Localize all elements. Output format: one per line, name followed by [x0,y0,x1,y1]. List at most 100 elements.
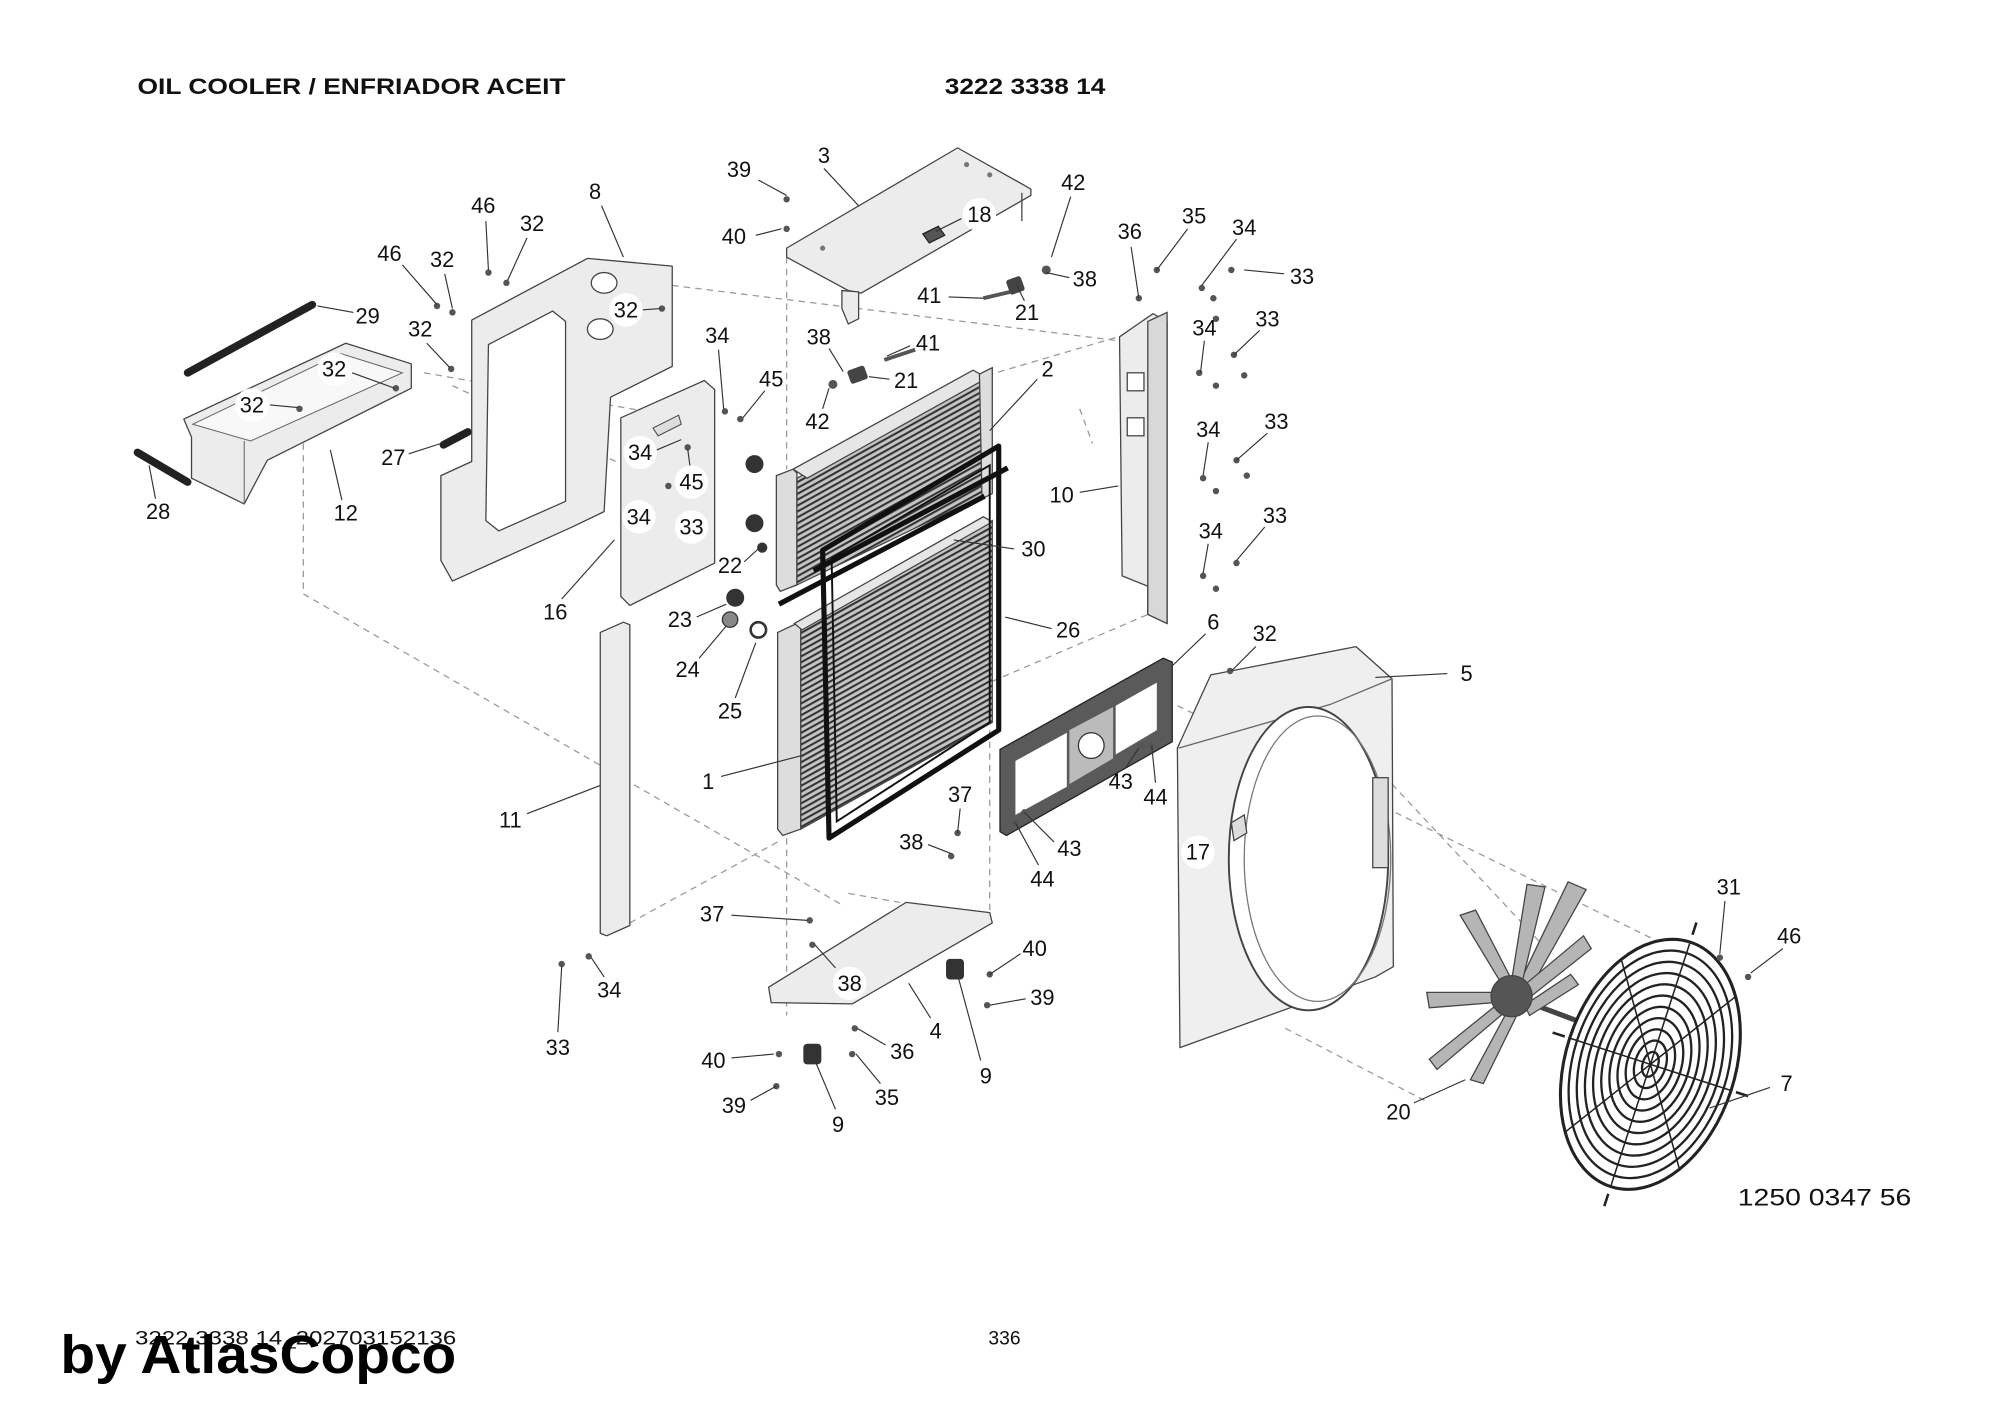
callout-label: 2 [1041,356,1053,381]
callout-label: 39 [727,157,751,182]
callout-label: 31 [1717,874,1741,899]
callout-label: 3 [818,143,830,168]
part-9-rubber-mounts [803,958,965,1065]
callout-label: 34 [1196,417,1220,442]
callout-label: 43 [1109,769,1133,794]
callout-label: 24 [676,657,700,682]
callout-label: 28 [146,499,170,524]
callout-label: 46 [471,193,495,218]
callout-label: 12 [334,500,358,525]
callout-labels: 39 3 40 18 42 38 41 21 38 41 21 42 2 36 … [146,143,1801,1137]
part-22-25-fittings [721,455,768,639]
part-12-tray [183,342,412,505]
callout-label: 39 [722,1093,746,1118]
callout-label: 25 [718,698,742,723]
callout-label: 18 [967,202,991,227]
callout-label: 32 [520,211,544,236]
callout-label: 38 [899,829,923,854]
callout-label: 9 [832,1112,844,1137]
part-29-rod [183,300,317,377]
callout-label: 21 [1015,300,1039,325]
callout-label: 22 [718,553,742,578]
drawing-number: 1250 0347 56 [1738,1185,1912,1212]
callout-label: 38 [1073,266,1097,291]
callout-label: 36 [1118,219,1142,244]
part-28-rod [133,448,192,486]
callout-label: 34 [1199,518,1223,543]
callout-label: 6 [1207,610,1219,635]
callout-label: 34 [627,504,651,529]
callout-label: 29 [355,304,379,329]
callout-label: 32 [408,317,432,342]
callout-label: 37 [700,901,724,926]
callout-label: 35 [1182,203,1206,228]
page-title: OIL COOLER / ENFRIADOR ACEIT [138,74,567,99]
callout-label: 26 [1056,617,1080,642]
callout-label: 34 [1192,315,1216,340]
part-1-lower-cooler [776,516,994,837]
callout-label: 33 [679,515,703,540]
callout-label: 34 [628,440,652,465]
watermark: by AtlasCopco [60,1325,456,1385]
callout-label: 33 [1264,409,1288,434]
callout-label: 33 [546,1035,570,1060]
part-6-fan-frame [999,657,1173,837]
callout-label: 9 [980,1063,992,1088]
part-18-decal [921,225,946,244]
callout-label: 32 [240,392,264,417]
callout-bubbles [235,198,1215,1001]
callout-label: 43 [1057,836,1081,861]
part-4-base-plate [767,901,993,1005]
callout-label: 23 [668,607,692,632]
callout-label: 39 [1030,985,1054,1010]
page-number: 336 [988,1329,1020,1350]
callout-label: 33 [1263,503,1287,528]
part-11-support-strip [599,621,631,937]
callout-label: 40 [722,224,746,249]
callout-label: 11 [499,808,522,833]
callout-label: 46 [377,241,401,266]
callout-label: 45 [679,470,703,495]
callout-label: 42 [1061,170,1085,195]
callout-label: 33 [1290,264,1314,289]
callout-label: 44 [1030,867,1054,892]
part-3-top-cover [785,147,1032,325]
callout-label: 17 [1186,840,1210,865]
footer-file-reference: 3222 3338 14_202703152136 [135,1329,456,1350]
part-2-upper-cooler [775,366,993,593]
callout-label: 38 [807,324,831,349]
callout-label: 42 [805,409,829,434]
callout-label: 33 [1255,306,1279,331]
part-8-side-panel [440,257,673,582]
callout-label: 30 [1021,536,1045,561]
callout-label: 35 [875,1085,899,1110]
callout-label: 44 [1143,784,1167,809]
callout-label: 34 [705,323,729,348]
callout-label: 27 [381,445,405,470]
callout-label: 40 [701,1048,725,1073]
callout-label: 4 [930,1018,942,1043]
fastener-hardware [296,196,1752,1090]
assembly-dashed-lines [302,257,1710,1104]
callout-label: 21 [894,368,918,393]
callout-label: 40 [1023,936,1047,961]
part-7-fan-guard [1552,922,1749,1207]
part-41-21-bolt-fittings [828,265,1051,389]
callout-label: 8 [589,179,601,204]
part-26-gasket-frame [820,443,1002,841]
callout-label: 32 [1253,621,1277,646]
callout-label: 16 [543,599,567,624]
callout-label: 45 [759,367,783,392]
callout-label: 10 [1050,482,1074,507]
callout-label: 41 [917,283,941,308]
callout-label: 41 [916,331,940,356]
callout-label: 1 [702,769,714,794]
part-20-fan [1425,880,1593,1085]
callout-label: 37 [948,782,972,807]
assembly-part-number: 3222 3338 14 [945,74,1107,99]
callout-label: 36 [890,1039,914,1064]
callout-label: 32 [614,297,638,322]
callout-label: 38 [837,971,861,996]
callout-label: 32 [322,356,346,381]
